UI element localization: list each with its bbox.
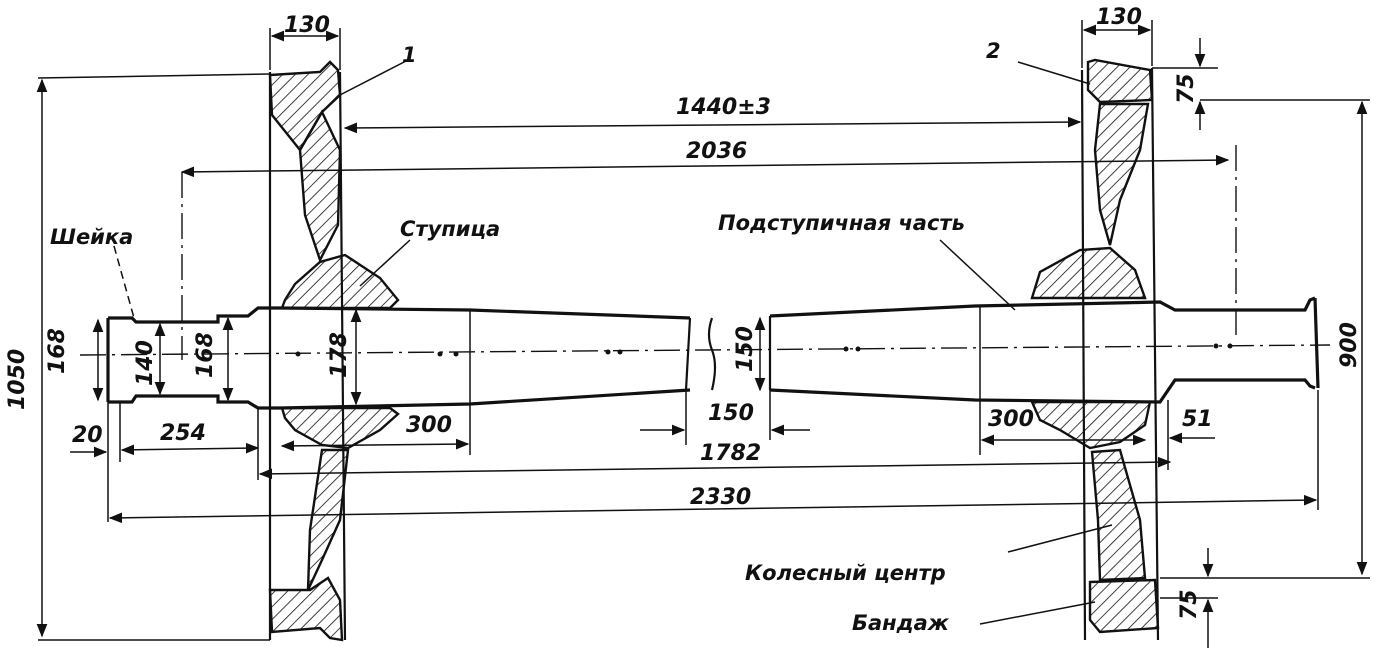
dim-journal-end-diameter: 168 bbox=[45, 328, 70, 374]
dim-gauge: 1440±3 bbox=[676, 95, 771, 120]
right-center-top bbox=[1093, 102, 1150, 246]
right-center-bottom bbox=[1090, 448, 1147, 582]
axle bbox=[79, 296, 1331, 455]
axle-body-bottom bbox=[279, 378, 1316, 410]
right-hub-top bbox=[1030, 246, 1147, 300]
right-tire-top bbox=[1086, 58, 1154, 104]
right-hub-bottom bbox=[1030, 400, 1152, 450]
dim-wheel-width-left: 130 bbox=[284, 13, 330, 38]
left-hub-bottom bbox=[280, 406, 400, 450]
left-web-top bbox=[298, 109, 342, 264]
leader-tire bbox=[979, 601, 1096, 625]
dimension-lines bbox=[36, 20, 1370, 648]
part-1-label: 1 bbox=[402, 43, 417, 67]
dim-middle-length: 1782 bbox=[700, 441, 761, 466]
dim-tire-thickness-top: 75 bbox=[1174, 73, 1199, 104]
hub-seat-label: Подступичная часть bbox=[718, 211, 965, 235]
left-web-bottom bbox=[306, 448, 350, 591]
left-wheel bbox=[268, 60, 400, 642]
leader-lines bbox=[113, 59, 1113, 625]
left-tire-bottom bbox=[268, 576, 344, 642]
axle-body-top bbox=[279, 296, 1316, 320]
dim-middle-section: 150 bbox=[708, 401, 754, 426]
dim-overall-length: 2330 bbox=[690, 485, 751, 510]
right-journal-end bbox=[1313, 297, 1320, 389]
dim-offset-right: 51 bbox=[1182, 407, 1213, 432]
leader-1 bbox=[337, 59, 409, 97]
tire-label: Бандаж bbox=[852, 611, 950, 635]
center-dots bbox=[295, 343, 1233, 357]
left-hub-top bbox=[280, 253, 400, 310]
dim-rolling-diameter: 900 bbox=[1337, 322, 1362, 368]
leader-wheel-center bbox=[1007, 524, 1113, 553]
dim-wheel-diameter: 1050 bbox=[5, 349, 30, 410]
part-2-label: 2 bbox=[986, 39, 1001, 63]
dim-collar: 20 bbox=[72, 423, 103, 448]
dim-wheel-width-right: 130 bbox=[1096, 5, 1142, 30]
right-wheel bbox=[1030, 58, 1160, 641]
right-tire-bottom bbox=[1088, 578, 1160, 634]
journal-label: Шейка bbox=[50, 225, 133, 249]
dim-journal-diameter: 140 bbox=[133, 340, 158, 386]
dim-prehub-diameter: 168 bbox=[193, 332, 218, 378]
leader-hub bbox=[359, 239, 411, 287]
leader-2 bbox=[1017, 61, 1091, 85]
leader-hub-seat bbox=[939, 239, 1016, 311]
dim-seat-diameter: 178 bbox=[327, 332, 352, 378]
dim-seat-length-right: 300 bbox=[988, 407, 1034, 432]
dim-tire-thickness-bottom: 75 bbox=[1177, 589, 1202, 620]
wheel-center-label: Колесный центр bbox=[745, 561, 946, 585]
labels: 1 2 Шейка Ступица Подступичная часть Кол… bbox=[5, 5, 1362, 635]
dim-middle-diameter: 150 bbox=[733, 326, 758, 372]
dim-journal-centers: 2036 bbox=[686, 139, 747, 164]
axle-center-line bbox=[79, 344, 1331, 356]
dim-seat-length-left: 300 bbox=[406, 413, 452, 438]
hub-label: Ступица bbox=[400, 217, 500, 241]
dim-journal-length: 254 bbox=[160, 421, 206, 446]
leader-journal bbox=[113, 245, 135, 319]
left-journal bbox=[106, 306, 280, 410]
